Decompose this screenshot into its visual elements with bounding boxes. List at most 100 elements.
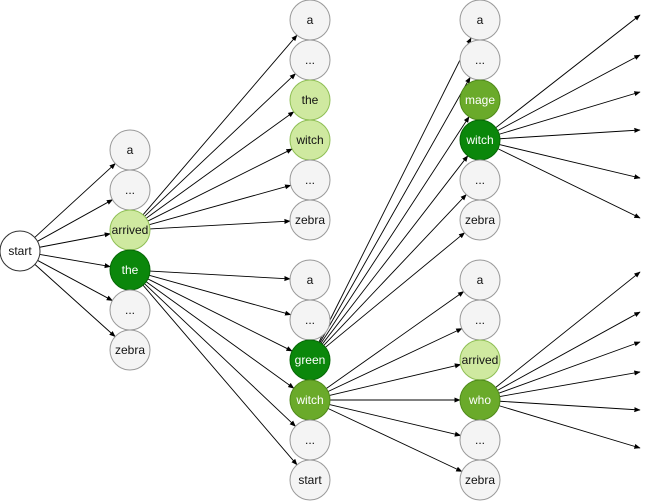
node-l2u-2: the	[289, 79, 331, 121]
edge-l1-3-to-l2l-1	[149, 274, 292, 316]
node-l3u-5-label: zebra	[465, 213, 495, 227]
edge-l3u-3-out-2	[499, 91, 641, 135]
node-l2u-1: ...	[289, 39, 331, 81]
node-l3l-5: zebra	[459, 459, 501, 501]
edge-start-to-l1-4	[37, 260, 113, 301]
node-l2u-2-label: the	[302, 93, 319, 107]
node-l3l-1: ...	[459, 299, 501, 341]
node-l2l-3: witch	[289, 379, 331, 421]
node-start-label: start	[8, 244, 32, 258]
edge-l2l-3-to-l3l-1	[327, 328, 463, 392]
edge-l3u-3-out-3	[499, 127, 641, 140]
node-l2l-3-label: witch	[295, 393, 323, 407]
edge-l2l-2-to-l3u-5	[325, 232, 466, 348]
node-l3u-5: zebra	[459, 199, 501, 241]
node-l2u-4: ...	[289, 159, 331, 201]
edge-l1-2-to-l2u-3	[147, 148, 293, 222]
node-l1-2: arrived	[109, 209, 151, 251]
edge-l3l-3-out-0	[495, 271, 641, 388]
edge-start-to-l1-2	[39, 232, 111, 248]
node-l2u-5-label: zebra	[295, 213, 325, 227]
edge-l1-3-to-l2l-3	[145, 281, 295, 389]
node-l3u-3-label: witch	[465, 133, 493, 147]
edge-l2l-2-to-l3u-0	[318, 37, 472, 343]
edge-l3u-3-out-4	[499, 144, 641, 180]
node-l1-4-label: ...	[125, 303, 135, 317]
node-l3u-1-label: ...	[475, 53, 485, 67]
node-l2l-5: start	[289, 459, 331, 501]
node-l2l-2: green	[289, 339, 331, 381]
node-l3u-0: a	[459, 0, 501, 41]
edge-l1-2-to-l2u-4	[149, 184, 292, 226]
edge-l2l-3-to-l3l-5	[327, 408, 463, 472]
node-l2l-4-label: ...	[305, 433, 315, 447]
edge-l1-3-to-l2l-4	[144, 283, 296, 427]
edge-l2l-3-to-l3l-2	[329, 363, 462, 396]
node-l2l-1: ...	[289, 299, 331, 341]
node-l3u-0-label: a	[477, 13, 484, 27]
edge-start-to-l1-3	[39, 253, 111, 269]
node-l2u-3-label: witch	[295, 133, 323, 147]
node-l3u-4: ...	[459, 159, 501, 201]
node-l3u-2-label: mage	[465, 93, 495, 107]
node-l3l-0: a	[459, 259, 501, 301]
edge-l2l-2-to-l3u-3	[321, 155, 469, 345]
node-l3l-5-circle	[459, 459, 501, 501]
node-l2l-5-circle	[289, 459, 331, 501]
edge-l1-2-to-l2u-2	[145, 111, 295, 219]
edge-l3u-3-out-0	[495, 14, 641, 129]
node-l3l-2: arrived	[459, 339, 501, 381]
node-l2u-0: a	[289, 0, 331, 41]
node-start-circle	[0, 230, 41, 272]
node-l2l-0: a	[289, 259, 331, 301]
node-l2u-4-label: ...	[305, 173, 315, 187]
edge-l1-3-to-l2l-0	[149, 270, 291, 282]
node-l2u-5-circle	[289, 199, 331, 241]
edge-start-to-l1-5	[34, 264, 116, 338]
edge-start-to-l1-1	[37, 199, 114, 242]
node-l1-5-circle	[109, 329, 151, 371]
node-l3l-0-label: a	[477, 273, 484, 287]
node-l1-1-label: ...	[125, 183, 135, 197]
node-l3u-1: ...	[459, 39, 501, 81]
nodes-layer: start a... arrived the... zebra a... the witch.…	[0, 0, 501, 501]
edge-l3l-3-out-5	[499, 405, 641, 449]
node-l3l-4-label: ...	[475, 433, 485, 447]
edge-l3l-3-out-4	[499, 400, 641, 413]
node-l2l-0-label: a	[307, 273, 314, 287]
node-l3u-5-circle	[459, 199, 501, 241]
edge-l3l-3-out-3	[499, 370, 641, 397]
node-l1-3-label: the	[122, 263, 139, 277]
node-l3l-5-label: zebra	[465, 473, 495, 487]
node-l1-0: a	[109, 129, 151, 171]
node-l1-3: the	[109, 249, 151, 291]
edge-l1-3-to-l2l-5	[142, 284, 298, 466]
node-l3l-4: ...	[459, 419, 501, 461]
node-l2u-3: witch	[289, 119, 331, 161]
edge-l2l-2-to-l3u-2	[320, 116, 470, 344]
edge-l1-2-to-l2u-5	[149, 218, 291, 230]
node-l2l-4: ...	[289, 419, 331, 461]
edge-l1-2-to-l2u-1	[144, 73, 296, 217]
node-start: start	[0, 230, 41, 272]
edge-l3l-3-out-1	[497, 311, 641, 391]
node-l1-4: ...	[109, 289, 151, 331]
edge-l3l-3-out-2	[498, 341, 641, 394]
node-l1-2-label: arrived	[112, 223, 149, 237]
node-l2u-1-label: ...	[305, 53, 315, 67]
node-l3l-1-label: ...	[475, 313, 485, 327]
edge-start-to-l1-0	[34, 163, 116, 238]
edge-l3u-3-out-1	[497, 54, 641, 132]
node-l1-5-label: zebra	[115, 343, 145, 357]
edge-l2l-2-to-l3u-4	[323, 194, 467, 346]
edge-l3u-3-out-5	[497, 148, 641, 219]
edge-l2l-3-to-l3l-0	[326, 291, 465, 389]
edge-l1-2-to-l2u-0	[142, 34, 298, 216]
node-l2l-1-label: ...	[305, 313, 315, 327]
node-l1-1: ...	[109, 169, 151, 211]
edge-l2l-3-to-l3l-4	[329, 404, 462, 437]
node-l2l-5-label: start	[298, 473, 322, 487]
node-l3l-3: who	[459, 379, 501, 421]
